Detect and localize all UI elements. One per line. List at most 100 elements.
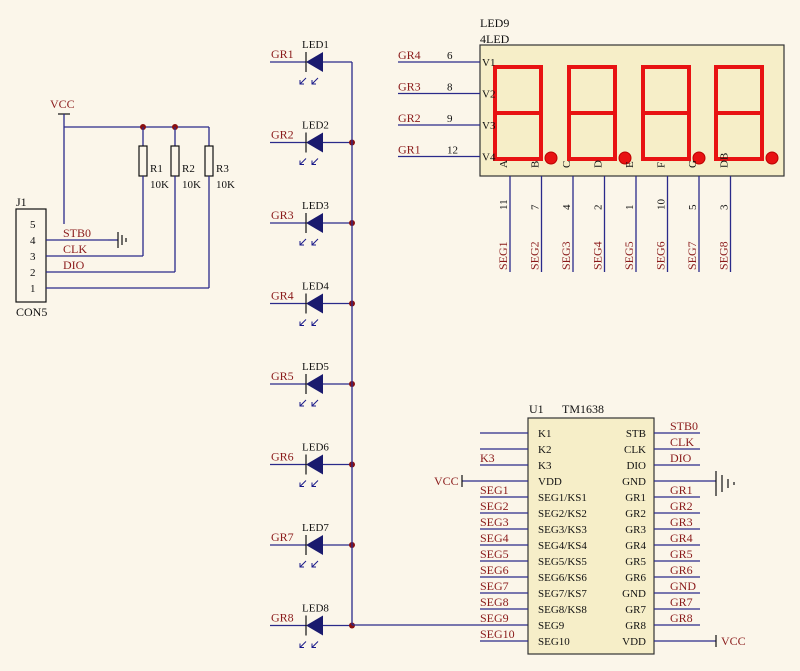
ic-net-label: SEG4 (480, 531, 509, 545)
ic-part: TM1638 (562, 402, 604, 416)
display-digit-net: GR1 (398, 143, 421, 157)
led-ref: LED2 (302, 120, 329, 132)
segment-pin-name: G (687, 160, 699, 168)
connector-net-label: STB0 (63, 226, 91, 240)
led-ref: LED3 (302, 200, 329, 212)
connector-ref: J1 (16, 195, 27, 209)
ic-pin-name: VDD (622, 636, 646, 648)
ic-net-label: SEG8 (480, 595, 509, 609)
segment-net-label: SEG5 (622, 241, 636, 270)
ic-net-label: GR3 (670, 515, 693, 529)
seven-segment-digit (493, 65, 558, 165)
ic-net-label: GR1 (670, 483, 693, 497)
ic-net-label: CLK (670, 435, 694, 449)
display-digit-net: GR4 (398, 48, 421, 62)
ic-net-label: SEG5 (480, 547, 509, 561)
diode-triangle (306, 213, 323, 233)
segment-pin-name: DB (719, 153, 731, 168)
ic-pin-name: GND (622, 588, 646, 600)
connector-net-label: DIO (63, 258, 85, 272)
resistor-body (170, 145, 180, 177)
led-net-label: GR6 (271, 450, 294, 464)
diode-triangle (306, 454, 323, 475)
led-net-label: GR4 (271, 289, 294, 303)
segment-net-label: SEG7 (685, 241, 699, 270)
diode-triangle (306, 52, 323, 72)
segment-pin-number: 10 (656, 199, 668, 211)
resistor-body (138, 145, 148, 177)
vcc-rail: VCC (50, 97, 209, 224)
ic-net-label: SEG1 (480, 483, 509, 497)
ic-pin-name: SEG1/KS1 (538, 492, 587, 504)
led-net-label: GR2 (271, 128, 294, 142)
display-pin-name: V2 (482, 89, 495, 101)
diode-triangle (306, 132, 323, 153)
decimal-point (765, 151, 779, 165)
seven-segment-digit (567, 65, 632, 165)
led-net-label: GR7 (271, 530, 294, 544)
segment-pin-number: 1 (624, 205, 636, 211)
ic-pin-name: GR7 (625, 604, 646, 616)
ic-pin-name: SEG7/KS7 (538, 588, 587, 600)
resistor-body (204, 145, 214, 177)
led-ref: LED4 (302, 281, 329, 293)
segment-pin-number: 11 (498, 199, 510, 210)
ic-pin-name: GR3 (625, 524, 646, 536)
display-pin-name: V3 (482, 120, 496, 132)
ic-pin-name: SEG2/KS2 (538, 508, 587, 520)
ic-net-label: GR6 (670, 563, 693, 577)
ic-net-label: DIO (670, 451, 692, 465)
diode-triangle (306, 615, 323, 636)
ic-pin-name: SEG10 (538, 636, 570, 648)
display-pin-name: V4 (482, 152, 496, 164)
led-ref: LED8 (302, 603, 329, 615)
led-4: GR4 LED4 (270, 281, 355, 326)
ic-pin-name: GR4 (625, 540, 646, 552)
ic-net-label: GR5 (670, 547, 693, 561)
ic-pin-name: GR5 (625, 556, 646, 568)
ic-pin-name: SEG5/KS5 (538, 556, 587, 568)
resistor-ref: R3 (216, 163, 229, 175)
ic-net-label: GR2 (670, 499, 693, 513)
diode-triangle (306, 535, 323, 555)
led-2: GR2 LED2 (270, 120, 355, 165)
ic-net-label: SEG7 (480, 579, 509, 593)
decimal-point (544, 151, 558, 165)
resistor-ref: R2 (182, 163, 195, 175)
ic-pin-name: GR2 (625, 508, 646, 520)
diode-triangle (306, 293, 323, 314)
connector-pin-number: 2 (30, 267, 36, 279)
resistor-ref: R1 (150, 163, 163, 175)
vcc-label: VCC (50, 97, 75, 111)
display-ref: LED9 (480, 16, 509, 30)
segment-net-label: SEG6 (654, 241, 668, 270)
display-pin-number: 9 (447, 113, 453, 125)
ic-pin-name: SEG3/KS3 (538, 524, 587, 536)
segment-pin-name: A (498, 160, 510, 168)
led-net-label: GR5 (271, 369, 294, 383)
ic-ref: U1 (529, 402, 544, 416)
ic-body (527, 417, 655, 655)
display-type: 4LED (480, 32, 510, 46)
ic-pin-name: SEG6/KS6 (538, 572, 587, 584)
ic-pin-name: GR6 (625, 572, 646, 584)
ic-net-label: GND (670, 579, 696, 593)
display-body (479, 44, 785, 177)
display-pin-number: 8 (447, 82, 453, 94)
seven-segment-digit (641, 65, 706, 165)
ic-net-label: VCC (434, 474, 459, 488)
ic-pin-name: K2 (538, 444, 551, 456)
ground-symbol-ic (715, 471, 735, 496)
ic-pin-name: DIO (626, 460, 646, 472)
ic-net-label: SEG2 (480, 499, 509, 513)
display-pin-number: 12 (447, 145, 458, 157)
segment-pin-name: B (530, 161, 542, 168)
led-column: GR1LED1GR2LED2GR3LED3GR4LED4GR5LED5GR6LE… (270, 39, 355, 648)
segment-pin-number: 3 (719, 204, 731, 210)
